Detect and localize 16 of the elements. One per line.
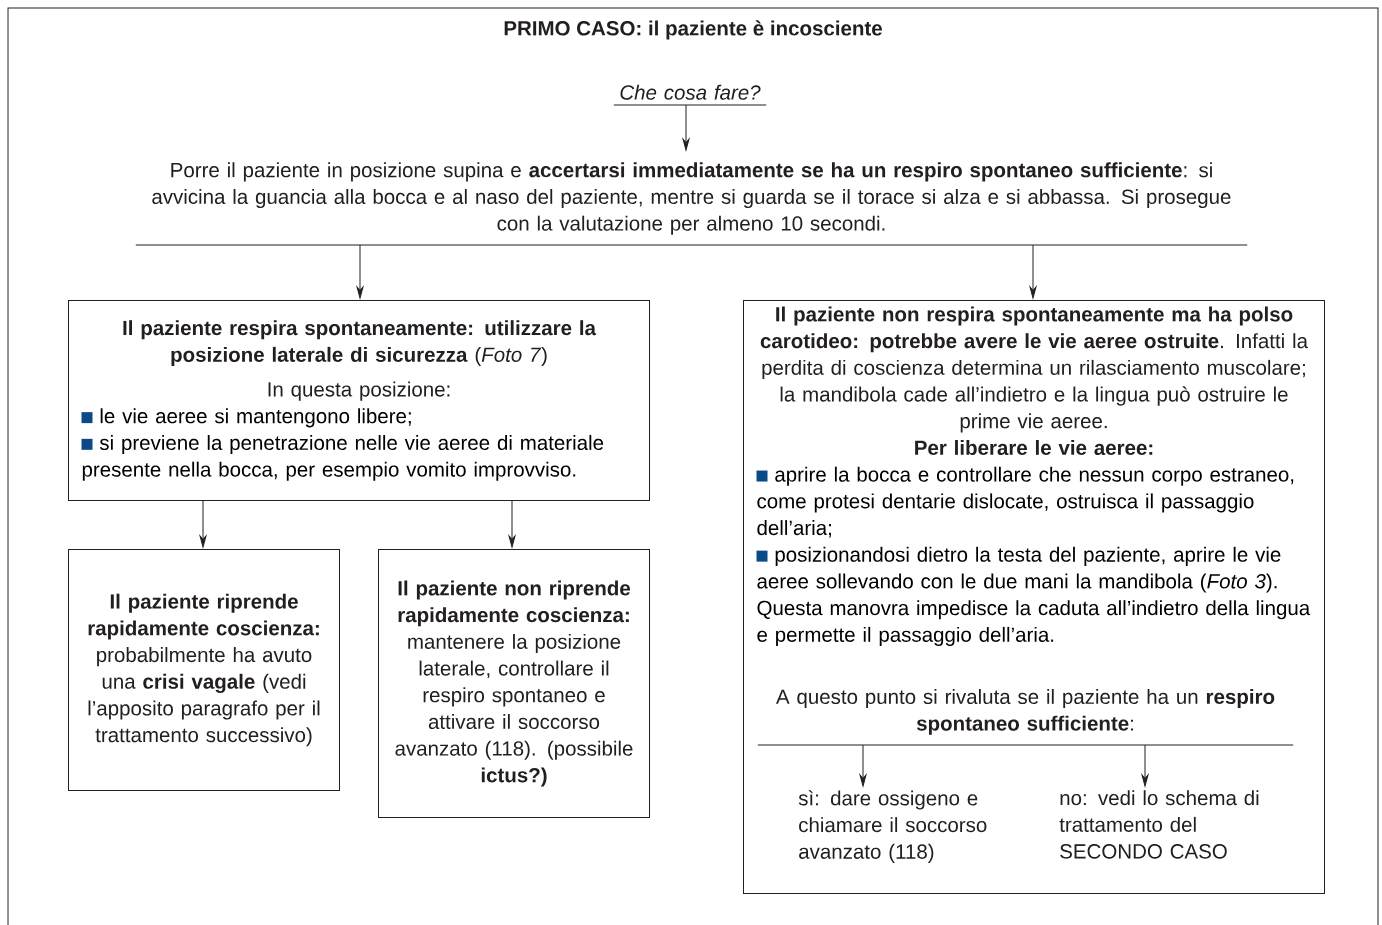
process-box: Il paziente respira spontaneamente: utilizzare la posizione laterale di sicurezza (Foto 7) In questa posizione: le vie aeree si mantengono libere; si previene la penetrazione nelle vie aeree di materiale presente nella bocca, per esempio vomito improvviso. xyxy=(68,300,650,501)
arrow xyxy=(859,744,867,787)
outcome-box: Il paziente non riprende rapidamente coscienza: mantenere la posizione laterale, controllare il respiro spontaneo e attivare il soccorso avanzato (118). (possibile ictus?) xyxy=(378,549,650,818)
question-text: A questo punto si rivaluta se il paziente ha un respiro spontaneo sufficiente: xyxy=(757,689,1294,746)
outcome-text: sì: dare ossigeno e chiamare il soccorso avanzato (118) xyxy=(798,790,987,863)
arrow xyxy=(1029,244,1037,299)
title-text: PRIMO CASO: il paziente è incosciente xyxy=(504,20,882,40)
arrow xyxy=(1141,744,1149,787)
instruction-text: Porre il paziente in posizione supina e accertarsi immediatamente se ha un respiro spontaneo sufficiente: si avvicina la guancia alla bocca e al naso del paziente, mentre si guarda se il torace si alza e si abbassa. Si prosegue con la valutazione per almeno 10 secondi. xyxy=(135,162,1248,246)
outcome-text: no: vedi lo schema di trattamento del SECONDO CASO xyxy=(1059,790,1259,859)
outcome-box: Il paziente riprende rapidamente coscienza: probabilmente ha avuto una crisi vagale (vedi l’apposito paragrafo per il trattamento successivo) xyxy=(68,549,340,791)
arrow xyxy=(508,500,516,548)
arrow xyxy=(199,500,207,548)
arrow xyxy=(356,244,364,299)
question-text: Che cosa fare? xyxy=(613,84,767,106)
arrow xyxy=(682,104,690,151)
